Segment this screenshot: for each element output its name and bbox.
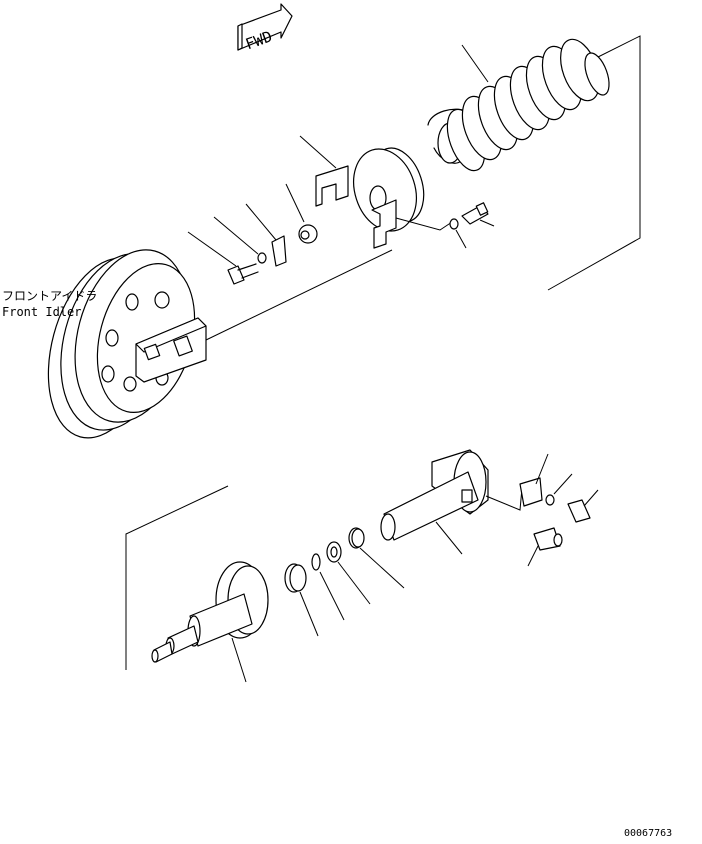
idler-shaft [151,561,269,683]
lower-hardware [519,453,599,567]
front-idler-label-ja: フロントアイドラ [2,289,97,303]
yoke-bracket [299,135,453,249]
front-idler-label-en: Front Idler [2,305,81,319]
upper-assembly-frame [547,35,641,291]
front-idler-callout: フロントアイドラ Front Idler [2,289,97,319]
upper-hardware [187,183,495,285]
front-idler-wheel [47,249,393,439]
fwd-arrow-icon: FWD [237,3,293,53]
lower-rings [284,527,405,637]
drawing-number: 00067763 [624,828,672,839]
lower-assembly-frame [125,485,229,670]
recoil-spring [427,38,610,172]
support-shaft [380,449,531,555]
